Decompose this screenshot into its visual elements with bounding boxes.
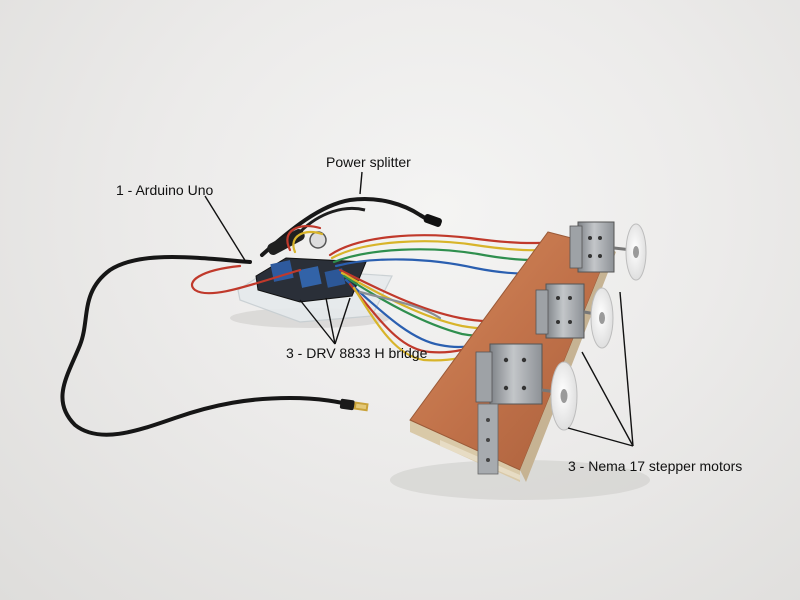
stepper-motor-1 <box>569 221 647 281</box>
label-power-splitter: Power splitter <box>326 154 411 170</box>
label-drv-h-bridge: 3 - DRV 8833 H bridge <box>286 345 428 361</box>
usb-cable <box>60 255 358 437</box>
label-arduino-uno: 1 - Arduino Uno <box>116 182 214 198</box>
label-nema-stepper-motors: 3 - Nema 17 stepper motors <box>568 458 743 474</box>
h-bridge-3 <box>324 268 346 288</box>
usb-plug <box>339 398 369 412</box>
capacitor <box>309 231 327 249</box>
power-splitter-body <box>267 229 305 255</box>
stepper-motor-2 <box>535 283 614 349</box>
h-bridge-2 <box>298 266 322 288</box>
power-cable-2 <box>298 206 366 234</box>
stepper-motor-3 <box>475 343 578 475</box>
power-jack <box>423 214 442 227</box>
annotation-lines <box>204 171 634 447</box>
